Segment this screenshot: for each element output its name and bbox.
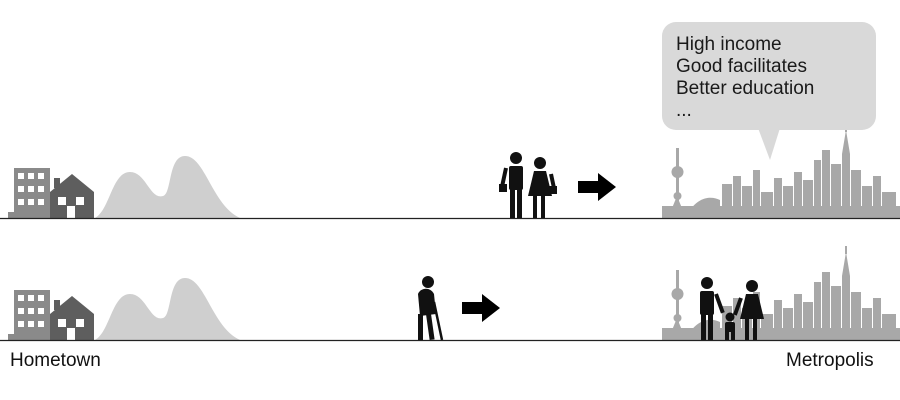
speech-bubble-text: High income Good facilitates Better educ… — [676, 34, 814, 122]
city-skyline-icon — [662, 124, 900, 218]
arrow-right-icon — [578, 173, 616, 201]
bubble-line-income: High income — [676, 34, 782, 55]
family-icon — [700, 277, 764, 340]
hometown-cluster — [8, 156, 240, 218]
metropolis-label: Metropolis — [786, 350, 874, 371]
speech-bubble-tail — [758, 128, 780, 160]
speech-bubble-icon — [662, 22, 876, 130]
hometown-label: Hometown — [10, 350, 101, 371]
elderly-person-icon — [418, 276, 444, 341]
bubble-line-ellipsis: ... — [676, 100, 692, 121]
arrow-right-icon — [462, 294, 500, 322]
city-skyline-icon — [662, 246, 900, 340]
bubble-line-education: Better education — [676, 78, 815, 99]
hometown-cluster — [8, 278, 240, 340]
row-elderly-person — [0, 246, 900, 342]
couple-icon — [499, 152, 557, 218]
bubble-line-facilities: Good facilitates — [676, 56, 807, 77]
row-young-couple — [0, 124, 900, 220]
